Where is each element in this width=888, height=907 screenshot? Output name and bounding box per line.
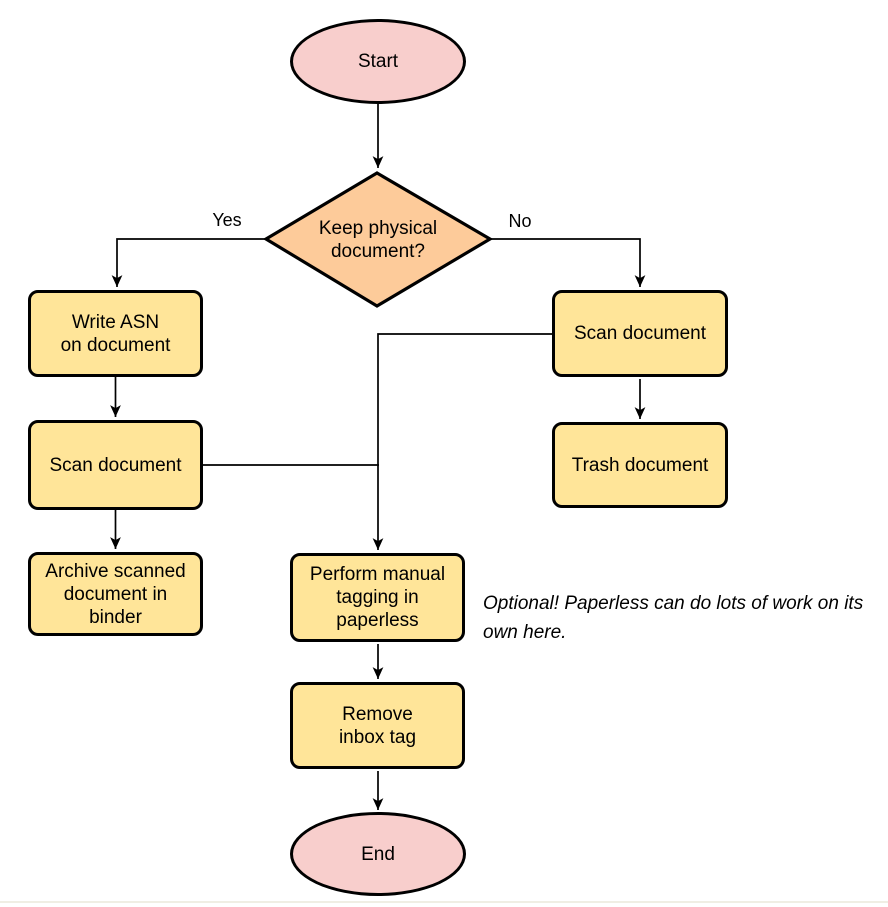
node-scan-left: Scan document xyxy=(28,420,203,510)
edge-decision-no-to-scan-right xyxy=(490,238,646,287)
node-start-label: Start xyxy=(357,51,399,72)
bottom-divider xyxy=(0,901,888,903)
node-write-asn: Write ASN on document xyxy=(28,290,203,377)
optional-note: Optional! Paperless can do lots of work … xyxy=(483,593,864,643)
decision-diamond-shape xyxy=(262,171,494,308)
node-scan-left-label: Scan document xyxy=(49,454,182,476)
node-end-label: End xyxy=(361,843,395,865)
node-trash-label: Trash document xyxy=(571,454,709,476)
edge-decision-yes-to-write-asn xyxy=(111,238,266,287)
node-decision-label: Keep physical document? xyxy=(318,217,438,262)
node-start: Start xyxy=(290,19,466,104)
node-trash: Trash document xyxy=(552,422,728,508)
edge-scan-right-to-tagging xyxy=(372,333,552,550)
node-scan-right: Scan document xyxy=(552,290,728,377)
node-end: End xyxy=(290,812,466,896)
edge-label-no: No xyxy=(498,211,542,231)
node-decision: Keep physical document? xyxy=(278,212,478,267)
node-write-asn-label: Write ASN on document xyxy=(60,311,171,356)
node-remove-inbox: Remove inbox tag xyxy=(290,682,465,769)
node-tagging: Perform manual tagging in paperless xyxy=(290,553,465,642)
node-scan-right-label: Scan document xyxy=(573,323,707,344)
node-remove-inbox-label: Remove inbox tag xyxy=(338,703,417,748)
node-tagging-label: Perform manual tagging in paperless xyxy=(309,564,446,631)
edge-label-yes: Yes xyxy=(205,210,249,230)
node-archive: Archive scanned document in binder xyxy=(28,552,203,636)
node-archive-label: Archive scanned document in binder xyxy=(45,560,186,628)
